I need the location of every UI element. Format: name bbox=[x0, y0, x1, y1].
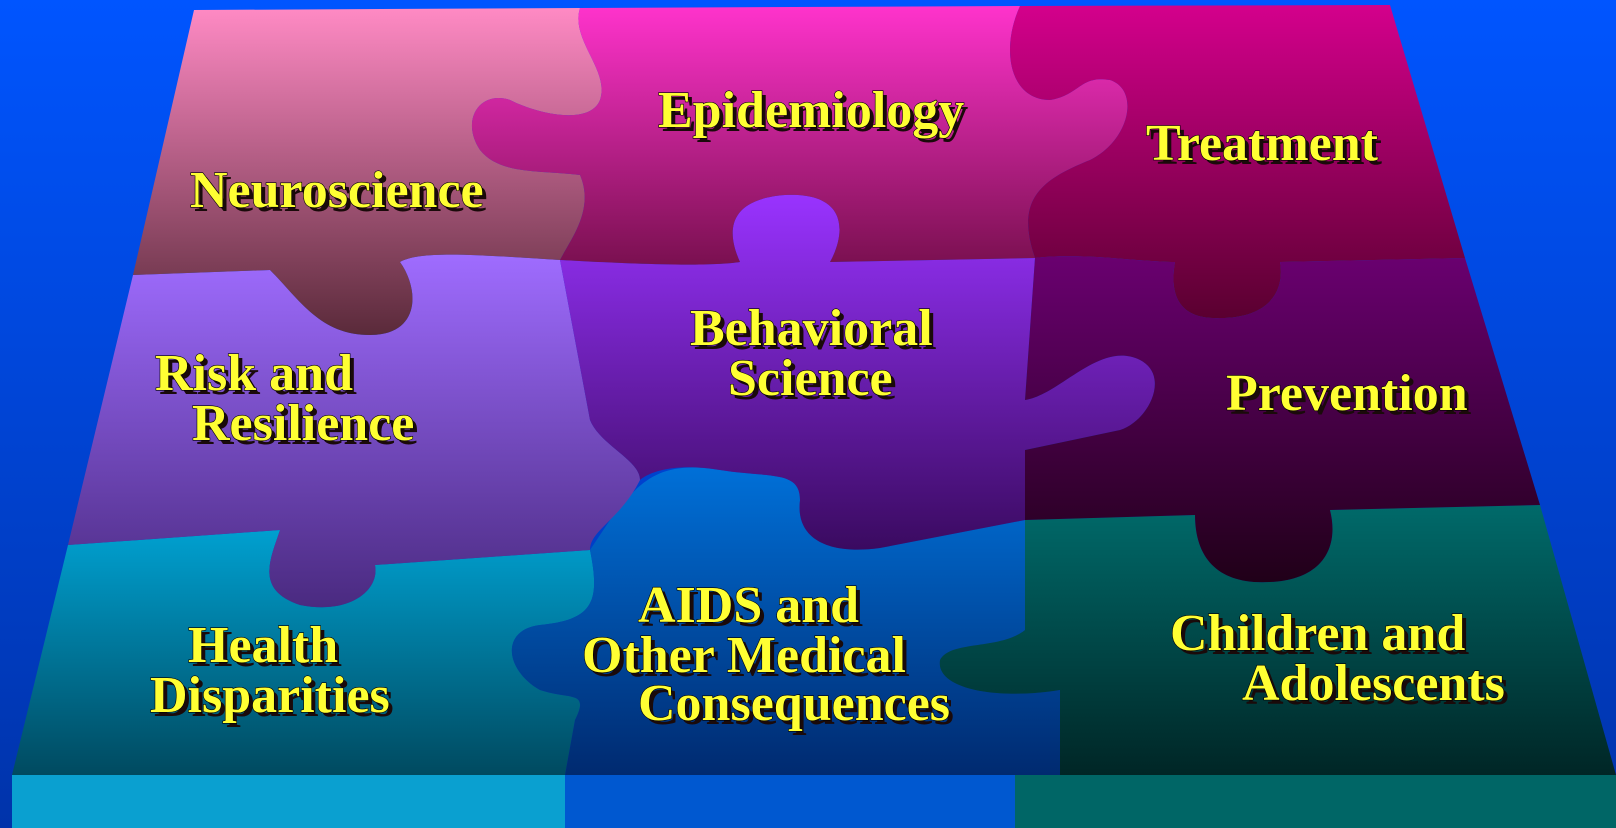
label-shadow-children-adolescents: Adolescents bbox=[1246, 659, 1509, 716]
label-shadow-prevention: Prevention bbox=[1230, 369, 1472, 426]
piece-aids-medical bbox=[511, 467, 1060, 775]
label-epidemiology: Epidemiology bbox=[658, 82, 964, 139]
label-prevention: Prevention bbox=[1226, 365, 1468, 422]
label-health-disparities: Health bbox=[188, 617, 338, 674]
label-behavioral-science: Behavioral bbox=[690, 300, 933, 357]
piece-neuroscience bbox=[133, 8, 602, 335]
label-shadow-behavioral-science: Science bbox=[732, 354, 897, 411]
label-shadow-aids-medical: AIDS and bbox=[642, 581, 863, 638]
piece-health-disparities bbox=[12, 530, 595, 775]
label-neuroscience: Neuroscience bbox=[190, 162, 484, 219]
label-aids-medical: Consequences bbox=[638, 675, 950, 732]
label-children-adolescents: Adolescents bbox=[1242, 655, 1505, 712]
label-aids-medical: AIDS and bbox=[638, 577, 859, 634]
label-shadow-health-disparities: Health bbox=[192, 621, 342, 678]
piece-prevention bbox=[1025, 256, 1540, 583]
piece-epidemiology bbox=[471, 6, 1128, 265]
label-risk-resilience: Resilience bbox=[192, 395, 414, 452]
label-treatment: Treatment bbox=[1146, 115, 1379, 172]
piece-treatment bbox=[1010, 5, 1465, 319]
label-shadow-neuroscience: Neuroscience bbox=[194, 166, 488, 223]
label-children-adolescents: Children and bbox=[1170, 605, 1465, 662]
label-shadow-aids-medical: Other Medical bbox=[586, 631, 910, 688]
label-aids-medical: Other Medical bbox=[582, 627, 906, 684]
label-shadow-epidemiology: Epidemiology bbox=[662, 86, 968, 143]
piece-risk-resilience bbox=[68, 254, 640, 608]
piece-behavioral-science bbox=[560, 194, 1155, 550]
piece-children-adolescents bbox=[939, 505, 1616, 775]
label-shadow-children-adolescents: Children and bbox=[1174, 609, 1469, 666]
edge-right bbox=[1015, 775, 1616, 828]
label-shadow-aids-medical: Consequences bbox=[642, 679, 954, 736]
label-shadow-treatment: Treatment bbox=[1150, 119, 1383, 176]
label-shadow-risk-resilience: Resilience bbox=[196, 399, 418, 456]
label-shadow-behavioral-science: Behavioral bbox=[694, 304, 937, 361]
label-shadow-risk-resilience: Risk and bbox=[159, 349, 357, 406]
label-health-disparities: Disparities bbox=[150, 667, 390, 724]
label-shadow-health-disparities: Disparities bbox=[154, 671, 394, 728]
label-risk-resilience: Risk and bbox=[155, 345, 353, 402]
label-behavioral-science: Science bbox=[728, 350, 893, 407]
edge-middle bbox=[565, 775, 1015, 828]
edge-left bbox=[12, 775, 565, 828]
